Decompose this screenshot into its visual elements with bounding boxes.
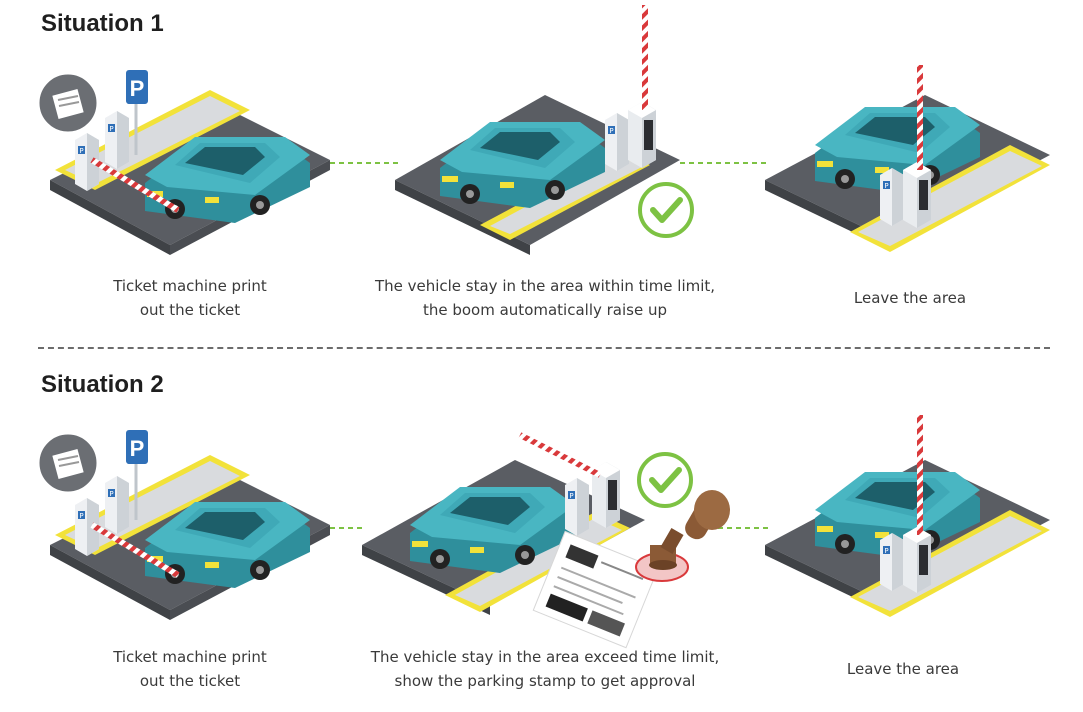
- section-divider: [38, 347, 1050, 349]
- step-1-3-caption: Leave the area: [853, 289, 967, 307]
- parking-ticket-icon: [532, 530, 659, 649]
- step-2-2-caption: The vehicle stay in the area exceed time…: [370, 648, 720, 690]
- svg-text:P: P: [130, 436, 145, 461]
- scene-2-stamp-approval: [362, 432, 730, 649]
- svg-text:P: P: [130, 76, 145, 101]
- scene-2-leave-area: [765, 415, 1050, 617]
- parking-sign-icon: [126, 430, 148, 464]
- step-1-2-caption: The vehicle stay in the area within time…: [374, 277, 716, 319]
- approved-check-icon: [639, 454, 691, 506]
- step-2-3-caption: Leave the area: [846, 660, 960, 678]
- step-2-1-caption: Ticket machine print out the ticket: [113, 648, 267, 690]
- situation-1-title: Situation 1: [41, 10, 164, 37]
- scene-1-boom-raised: [395, 5, 692, 255]
- scene-2-ticket-entry: P: [36, 430, 330, 620]
- stamp-icon: [635, 490, 730, 582]
- situation-2-title: Situation 2: [41, 371, 164, 398]
- scene-1-ticket-entry: P: [36, 70, 330, 255]
- step-1-1-caption: Ticket machine print out the ticket: [113, 277, 267, 319]
- parking-sign-icon: [126, 70, 148, 104]
- approved-check-icon: [640, 184, 692, 236]
- scene-1-leave-area: [765, 65, 1050, 252]
